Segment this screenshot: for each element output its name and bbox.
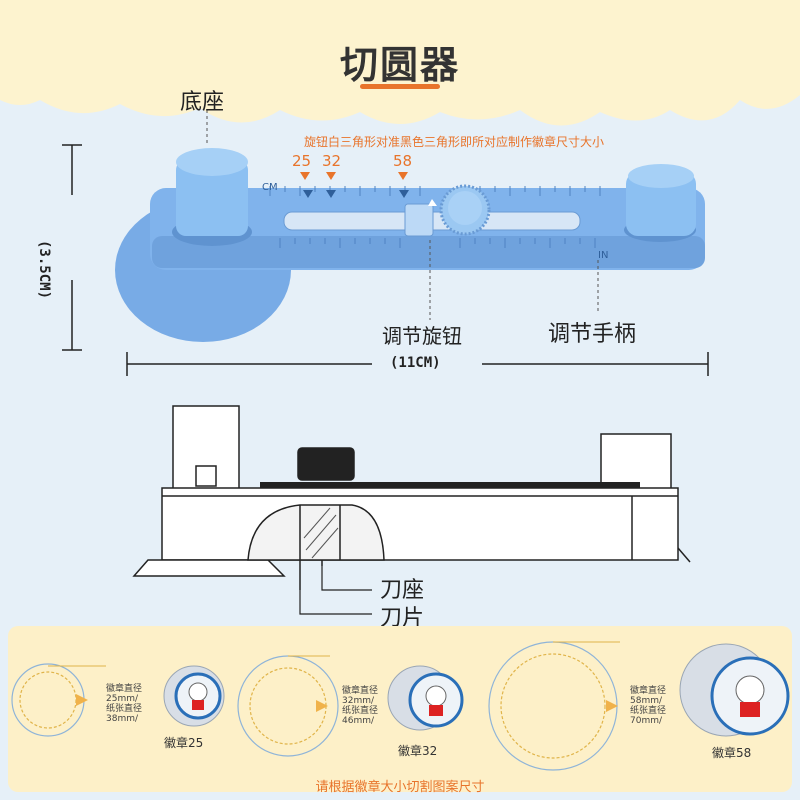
badge-25-label: 徽章25 [164,736,204,750]
size-mark-32: 32 [322,152,342,170]
badge-58-label: 徽章58 [712,746,752,760]
title-underline [360,84,440,89]
width-dimension: (11CM) [390,355,441,371]
circle-cutter-side-view [132,405,691,590]
circle-cutter-top-view [115,148,705,342]
height-dimension: (3.5CM) [36,240,52,300]
handle-label: 调节手柄 [548,322,637,347]
ruler-unit-cm: CM [262,182,278,193]
badge-58-caption: 徽章直径 58mm/ 纸张直径 70mm/ [630,686,667,726]
size-mark-58: 58 [393,152,413,170]
badge-32-caption: 徽章直径 32mm/ 纸张直径 46mm/ [342,686,379,726]
base-label: 底座 [180,90,225,115]
badge-size-illustrations [11,641,790,771]
badge-25-caption: 徽章直径 25mm/ 纸张直径 38mm/ [106,684,143,724]
size-pointer-arrows [300,172,408,180]
ruler-unit-in: IN [598,250,609,261]
badge-32-label: 徽章32 [398,744,438,758]
knob-label: 调节旋钮 [382,324,462,348]
size-mark-25: 25 [292,152,312,170]
page-title: 切圆器 [339,43,460,87]
instruction-text: 旋钮白三角形对准黑色三角形即所对应制作徽章尺寸大小 [304,135,605,149]
footer-note: 请根据徽章大小切割图案尺寸 [315,780,485,795]
blade-holder-label: 刀座 [380,578,425,603]
